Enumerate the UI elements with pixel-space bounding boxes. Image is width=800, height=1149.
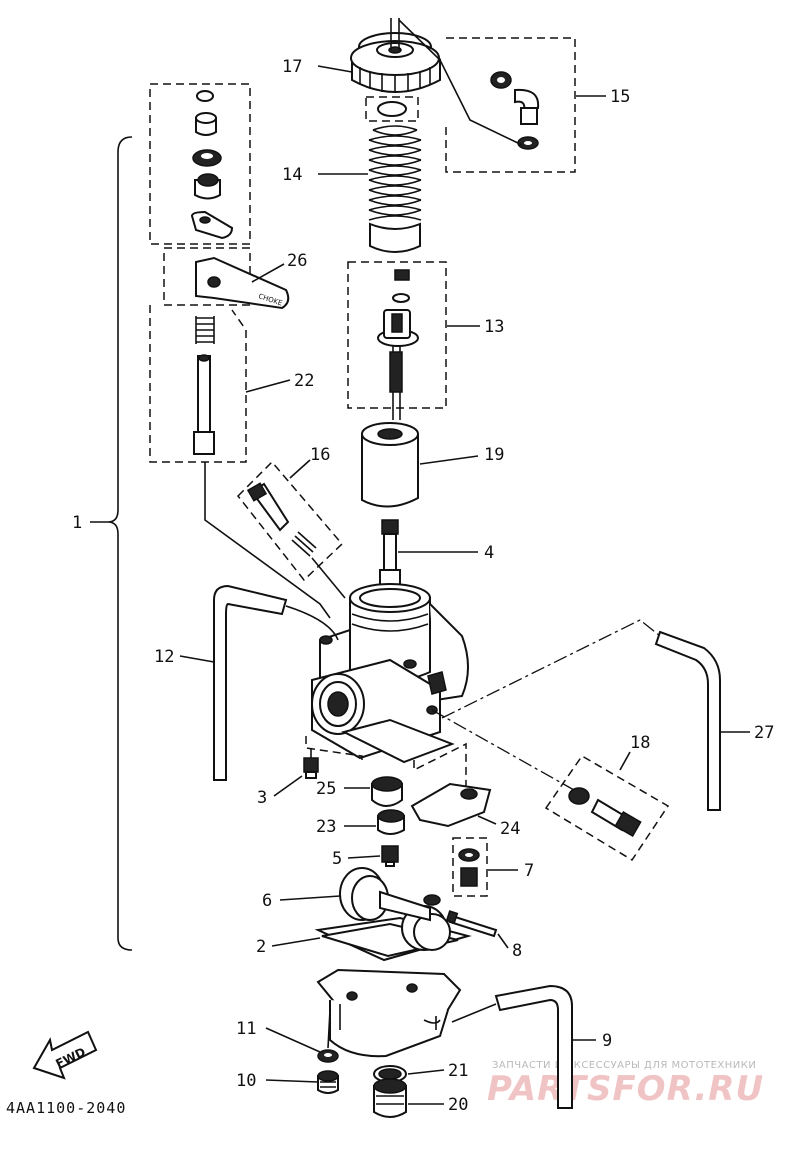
callout-26: 26 <box>287 251 307 271</box>
part-7-jet-holder <box>458 848 480 887</box>
carburetor-body <box>311 583 469 764</box>
part-18-throttle-screw <box>568 787 642 837</box>
group-18-box <box>544 755 670 862</box>
tube-9-connection <box>451 1003 497 1023</box>
clip-box <box>365 96 419 122</box>
part-code: 4AA1100-2040 <box>6 1099 126 1117</box>
callout-12: 12 <box>154 647 174 667</box>
callout-6: 6 <box>262 891 272 911</box>
leader-16-to-body <box>311 557 346 599</box>
gasket-hole <box>460 788 478 800</box>
part-26-choke-lever: CHOKE <box>195 256 290 310</box>
tube-27-path <box>441 619 661 719</box>
callout-21: 21 <box>448 1061 468 1081</box>
part-24-gasket-plate <box>410 782 492 828</box>
part-14-spring <box>368 125 422 253</box>
part-23-main-jet <box>377 809 405 835</box>
callout-9: 9 <box>602 1031 612 1051</box>
callout-16: 16 <box>310 445 330 465</box>
part-6-float <box>314 867 472 962</box>
assembly-bracket <box>107 136 133 951</box>
float-pin-head <box>445 910 459 924</box>
group-13-box <box>347 261 447 409</box>
group-7-box <box>452 837 488 897</box>
leader-18-to-body <box>431 709 575 791</box>
callout-1: 1 <box>72 513 82 533</box>
part-22-choke-plunger <box>193 316 215 455</box>
choke-small-parts <box>190 90 234 240</box>
callout-15: 15 <box>610 87 630 107</box>
part-20-drain-plug <box>373 1078 407 1118</box>
callout-13: 13 <box>484 317 504 337</box>
callout-8: 8 <box>512 941 522 961</box>
callout-2: 2 <box>256 937 266 957</box>
callout-5: 5 <box>332 849 342 869</box>
callout-7: 7 <box>524 861 534 881</box>
tube-12-connection <box>285 605 339 641</box>
watermark-brand: PARTSFOR.RU <box>487 1069 764 1109</box>
leader-15-cable <box>398 19 523 146</box>
callout-11: 11 <box>236 1019 256 1039</box>
group-26-box <box>163 247 251 306</box>
group-22-box <box>149 305 247 463</box>
callout-25: 25 <box>316 779 336 799</box>
callout-10: 10 <box>236 1071 256 1091</box>
callout-23: 23 <box>316 817 336 837</box>
leader-lines <box>90 65 750 1105</box>
bowl-screw-line <box>327 1009 331 1049</box>
part-27-vent-tube <box>654 630 721 811</box>
float-bowl <box>316 968 462 1058</box>
group-16-box <box>236 460 344 582</box>
part-10-screw <box>317 1070 339 1094</box>
part-13-needle <box>377 269 419 420</box>
part-17-top-cap <box>350 18 441 93</box>
part-5-needle-valve <box>381 845 399 867</box>
callout-27: 27 <box>754 723 774 743</box>
callout-18: 18 <box>630 733 650 753</box>
callout-3: 3 <box>257 788 267 808</box>
seat-region-box <box>305 736 363 760</box>
part-4-jet <box>379 519 401 587</box>
leader-22-to-body <box>204 462 331 619</box>
callout-24: 24 <box>500 819 520 839</box>
watermark: ЗАПЧАСТИ И АКСЕССУАРЫ ДЛЯ МОТОТЕХНИКИ PA… <box>487 1060 764 1109</box>
callout-22: 22 <box>294 371 314 391</box>
callout-19: 19 <box>484 445 504 465</box>
gasket-region-box <box>413 742 467 788</box>
washer-hole <box>324 1053 332 1057</box>
callout-labels: 17 15 14 26 13 22 16 19 1 4 12 27 18 3 2… <box>72 57 774 1115</box>
part-16-pilot-screw <box>246 482 317 557</box>
part-3-screw <box>303 757 319 779</box>
callout-4: 4 <box>484 543 494 563</box>
callout-14: 14 <box>282 165 302 185</box>
choke-parts-box <box>149 83 251 245</box>
o-ring-inner <box>378 1068 402 1080</box>
part-25-valve-seat <box>371 776 403 807</box>
part-15-elbow-fitting <box>490 71 540 150</box>
part-19-throttle-slide <box>361 422 419 508</box>
cap-clip <box>377 101 407 117</box>
callout-20: 20 <box>448 1095 468 1115</box>
part-9-drain-tube <box>494 984 573 1109</box>
callout-17: 17 <box>282 57 302 77</box>
part-12-vent-tube <box>213 584 288 781</box>
fwd-arrow: FWD <box>32 1030 98 1080</box>
watermark-tagline: ЗАПЧАСТИ И АКСЕССУАРЫ ДЛЯ МОТОТЕХНИКИ <box>492 1060 756 1071</box>
group-15-box <box>445 37 576 173</box>
